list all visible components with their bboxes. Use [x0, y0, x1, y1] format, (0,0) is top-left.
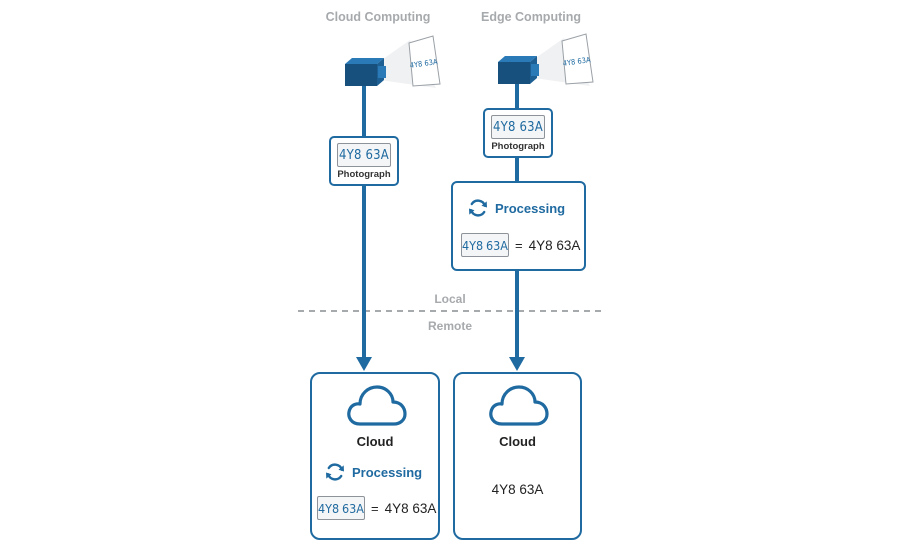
license-plate: 4Y8 63A	[317, 496, 365, 520]
cloud-icon	[347, 385, 407, 426]
license-plate: 4Y8 63A	[491, 115, 545, 139]
refresh-icon	[469, 199, 487, 217]
recognized-text: 4Y8 63A	[528, 237, 581, 253]
edge-flow-arrowhead	[509, 357, 525, 371]
equals-sign: =	[515, 237, 523, 253]
photograph-label: Photograph	[337, 169, 391, 180]
camera-plate-text: 4Y8 63A	[562, 55, 591, 68]
photograph-label: Photograph	[491, 141, 545, 152]
cloud-computing-title: Cloud Computing	[325, 10, 431, 24]
cloud-icon	[489, 385, 549, 426]
equals-sign: =	[371, 500, 379, 516]
plate-right-text: 63A	[342, 500, 364, 516]
refresh-icon	[326, 463, 344, 481]
camera-plate-text: 4Y8 63A	[409, 57, 438, 70]
plate-left-text: 4Y8	[318, 500, 340, 516]
processing-label: Processing	[495, 200, 566, 216]
edge-computing-title: Edge Computing	[481, 10, 581, 24]
cloud-label: Cloud	[499, 434, 536, 449]
cloud-label: Cloud	[356, 434, 394, 449]
license-plate: 4Y8 63A	[461, 233, 509, 257]
received-result-text: 4Y8 63A	[491, 482, 544, 497]
local-zone-label: Local	[434, 292, 466, 306]
edge-photograph-card: 4Y8 63A Photograph	[483, 108, 553, 158]
plate-right-text: 63A	[486, 237, 508, 253]
camera-icon: 4Y8 63A	[498, 33, 594, 86]
remote-zone-label: Remote	[427, 319, 472, 333]
processing-label: Processing	[352, 464, 423, 480]
license-plate: 4Y8 63A	[337, 143, 391, 167]
recognized-text: 4Y8 63A	[384, 500, 437, 516]
edge-processing-card: Processing 4Y8 63A = 4Y8 63A	[451, 181, 586, 271]
camera-icon: 4Y8 63A	[345, 35, 441, 88]
plate-left-text: 4Y8	[462, 237, 484, 253]
cloud-destination-card: Cloud Processing 4Y8 63A = 4Y8 63A	[310, 372, 440, 540]
edge-destination-card: Cloud 4Y8 63A	[453, 372, 582, 540]
cloud-photograph-card: 4Y8 63A Photograph	[329, 136, 399, 186]
cloud-flow-arrowhead	[356, 357, 372, 371]
